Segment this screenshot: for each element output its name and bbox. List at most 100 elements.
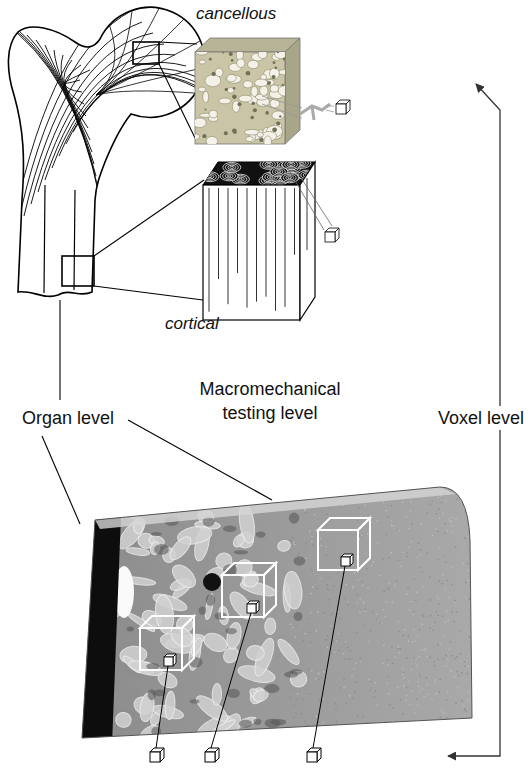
marrow-spot: [225, 88, 228, 91]
grain-dot: [410, 501, 412, 503]
grain-dot: [387, 682, 389, 684]
grain-dot: [449, 729, 451, 731]
grain-dot: [444, 523, 446, 525]
trabecula-line: [96, 91, 195, 95]
grain-dot: [352, 587, 354, 589]
grain-dot: [416, 592, 418, 594]
grain-dot: [455, 702, 457, 704]
femur-outline: [8, 7, 204, 296]
grain-dot: [440, 644, 442, 646]
grain-dot: [293, 704, 295, 706]
osteon-ring: [262, 161, 275, 168]
osteon-ring: [285, 161, 298, 168]
cube-face: [358, 518, 370, 570]
osteon-ring: [203, 173, 216, 180]
trabecula-blob: [246, 645, 265, 661]
grain-dot: [320, 545, 322, 547]
pore-shadow: [146, 663, 159, 670]
grain-dot: [400, 648, 402, 650]
grain-dot: [418, 734, 420, 736]
grain-dot: [446, 580, 448, 582]
cube-face: [341, 557, 350, 566]
trabecula-line: [31, 33, 153, 204]
grain-dot: [467, 666, 469, 668]
cube-face: [222, 575, 264, 617]
level-label: Macromechanical testing level: [190, 377, 350, 425]
grain-dot: [309, 494, 311, 496]
osteon-ring: [201, 172, 219, 182]
grain-dot: [330, 625, 332, 627]
grain-dot: [319, 578, 321, 580]
grain-dot: [450, 641, 452, 643]
grain-dot: [420, 554, 422, 556]
osteon-ring: [281, 173, 299, 183]
osteon-ring: [282, 160, 300, 170]
grain-dot: [327, 589, 329, 591]
grain-dot: [465, 597, 467, 599]
grain-dot: [451, 670, 453, 672]
grain-dot: [305, 512, 307, 514]
grain-dot: [408, 681, 410, 683]
trabecula-blob: [212, 683, 222, 705]
grain-dot: [343, 687, 345, 689]
grain-dot: [425, 650, 427, 652]
grain-dot: [394, 584, 396, 586]
grain-dot: [295, 636, 297, 638]
grain-dot: [340, 618, 342, 620]
marrow-spot: [252, 102, 255, 105]
cube-face: [150, 752, 160, 762]
lamella-line: [275, 188, 276, 311]
grain-dot: [412, 613, 414, 615]
grain-dot: [442, 615, 444, 617]
bone-pore: [226, 75, 241, 83]
lamella-line: [256, 188, 257, 302]
cube-face: [140, 616, 194, 628]
grain-dot: [347, 647, 349, 649]
grain-dot: [319, 700, 321, 702]
grain-dot: [318, 679, 320, 681]
trabecula-line: [36, 40, 92, 152]
grain-dot: [370, 630, 372, 632]
grain-dot: [326, 554, 328, 556]
grain-dot: [442, 554, 444, 556]
grain-dot: [418, 673, 420, 675]
grain-dot: [429, 576, 431, 578]
grain-dot: [364, 736, 366, 738]
grain-dot: [370, 681, 372, 683]
grain-dot: [466, 673, 468, 675]
grain-dot: [438, 548, 440, 550]
grain-dot: [415, 640, 417, 642]
bone-pore: [209, 110, 217, 118]
grain-dot: [462, 562, 464, 564]
grain-dot: [442, 574, 444, 576]
grain-dot: [333, 585, 335, 587]
bone-pore: [206, 136, 218, 144]
grain-dot: [419, 567, 421, 569]
grain-dot: [445, 655, 447, 657]
grain-dot: [408, 636, 410, 638]
pore-shadow: [226, 628, 237, 634]
grain-dot: [305, 509, 307, 511]
grain-dot: [451, 655, 453, 657]
grain-dot: [421, 649, 423, 651]
grain-dot: [436, 513, 438, 515]
grain-dot: [316, 716, 318, 718]
volume-outline: [82, 487, 472, 738]
grain-dot: [436, 692, 438, 694]
pore-shadow: [264, 684, 279, 693]
leader-line: [262, 104, 302, 118]
level-label: Organ level: [22, 406, 114, 430]
grain-dot: [368, 641, 370, 643]
bone-pore: [246, 137, 254, 142]
grain-dot: [310, 612, 312, 614]
grain-dot: [374, 690, 376, 692]
osteon-ring: [208, 176, 212, 178]
grain-dot: [418, 686, 420, 688]
lamella-line: [294, 188, 295, 255]
grain-dot: [468, 579, 470, 581]
trabecula-blob: [231, 533, 246, 549]
grain-dot: [426, 677, 428, 679]
grain-dot: [372, 611, 374, 613]
trabecula-blob: [276, 539, 291, 553]
grain-dot: [429, 657, 431, 659]
